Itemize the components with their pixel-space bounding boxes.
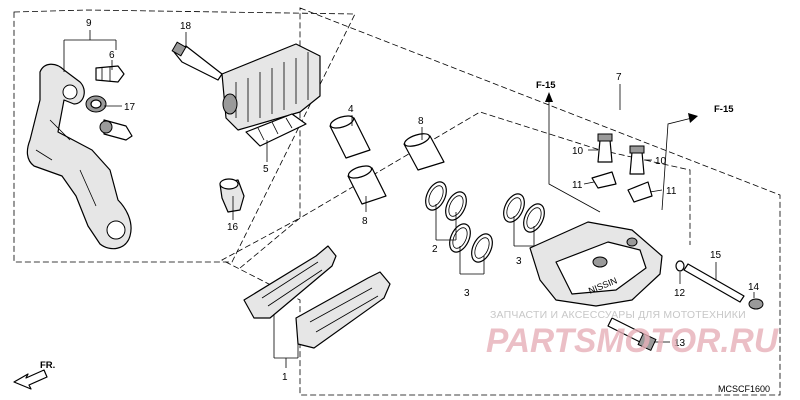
piston-seal-part[interactable] <box>500 191 529 226</box>
part-label-6: 6 <box>109 50 115 61</box>
part-label-11: 11 <box>666 186 677 197</box>
part-label-10: 10 <box>572 146 584 157</box>
dust-seal-part[interactable] <box>468 231 497 266</box>
ref-arrow-line <box>548 98 601 213</box>
diagram-code: MCSCF1600 <box>718 384 770 394</box>
ref-label-f15-right: F-15 <box>714 104 734 115</box>
part-label-15: 17 <box>124 102 136 113</box>
piston-part[interactable] <box>403 131 445 171</box>
part-label-9: 9 <box>86 18 92 29</box>
brake-pad-part[interactable] <box>243 245 337 319</box>
part-label-14: 16 <box>227 222 239 233</box>
pad-pin-part[interactable] <box>683 263 745 303</box>
part-label-11: 11 <box>572 180 583 191</box>
leader-line <box>459 246 485 275</box>
piston-part[interactable] <box>347 164 387 205</box>
pad-spring-part[interactable] <box>245 113 307 147</box>
part-label-10: 10 <box>655 156 667 167</box>
caliper-bracket-part[interactable] <box>26 63 132 250</box>
caliper-body-part[interactable]: NISSIN <box>529 221 663 307</box>
caliper-half-part[interactable] <box>221 43 321 131</box>
bleeder-cap-part[interactable] <box>591 171 617 189</box>
part-label-8: 8 <box>418 116 424 127</box>
plug-part[interactable] <box>748 298 764 310</box>
washer-part[interactable] <box>675 260 685 272</box>
bracket-group-outline <box>13 9 356 263</box>
part-label-3: 3 <box>464 288 470 299</box>
part-label-1: 1 <box>282 372 288 383</box>
front-direction-arrow <box>13 369 48 390</box>
piston-part[interactable] <box>329 114 371 159</box>
ref-arrow-line <box>661 117 693 211</box>
part-label-4: 4 <box>348 104 354 115</box>
part-label-17: 15 <box>710 250 722 261</box>
brake-pad-part[interactable] <box>295 271 391 349</box>
ref-label-f15-left: F-15 <box>536 80 556 91</box>
leader-line <box>588 149 652 161</box>
part-label-3: 3 <box>516 256 522 267</box>
leader-line <box>583 181 663 193</box>
leader-line <box>273 314 299 368</box>
dust-seal-part[interactable] <box>446 221 475 256</box>
piston-seal-part[interactable] <box>422 179 451 214</box>
part-label-16: 14 <box>748 282 760 293</box>
bleeder-cap-part[interactable] <box>627 181 653 203</box>
piston-seal-part[interactable] <box>442 189 471 224</box>
leader-line <box>63 30 117 72</box>
slide-pin-part[interactable] <box>95 65 125 83</box>
inner-group-outline <box>239 111 691 269</box>
direction-label: FR. <box>40 360 55 371</box>
part-label-8: 8 <box>362 216 368 227</box>
watermark-tagline: ЗАПЧАСТИ И АКСЕССУАРЫ ДЛЯ МОТОТЕХНИКИ <box>490 309 746 321</box>
pin-boot-part[interactable] <box>85 95 107 113</box>
watermark-logo: PARTSMOTOR.RU <box>486 322 779 360</box>
bleeder-screw-part[interactable] <box>629 145 645 175</box>
bolt-18-part[interactable] <box>171 41 223 81</box>
part-label-5: 5 <box>263 164 269 175</box>
dust-seal-part[interactable] <box>520 201 549 236</box>
part-label-2: 2 <box>432 244 438 255</box>
part-label-12: 12 <box>674 288 686 299</box>
part-label-13: 13 <box>674 338 686 349</box>
leader-line <box>513 216 535 247</box>
bleeder-screw-part[interactable] <box>597 133 613 163</box>
part-label-7: 7 <box>616 72 622 83</box>
sleeve-part[interactable] <box>219 178 245 213</box>
caliper-group-outline <box>221 7 781 396</box>
bracket-pin-part[interactable] <box>99 119 133 141</box>
ref-arrowhead <box>545 92 553 102</box>
bolt-13-part[interactable] <box>607 317 657 352</box>
leader-line <box>435 204 457 241</box>
ref-arrowhead <box>688 113 698 123</box>
part-label-18: 18 <box>180 21 192 32</box>
